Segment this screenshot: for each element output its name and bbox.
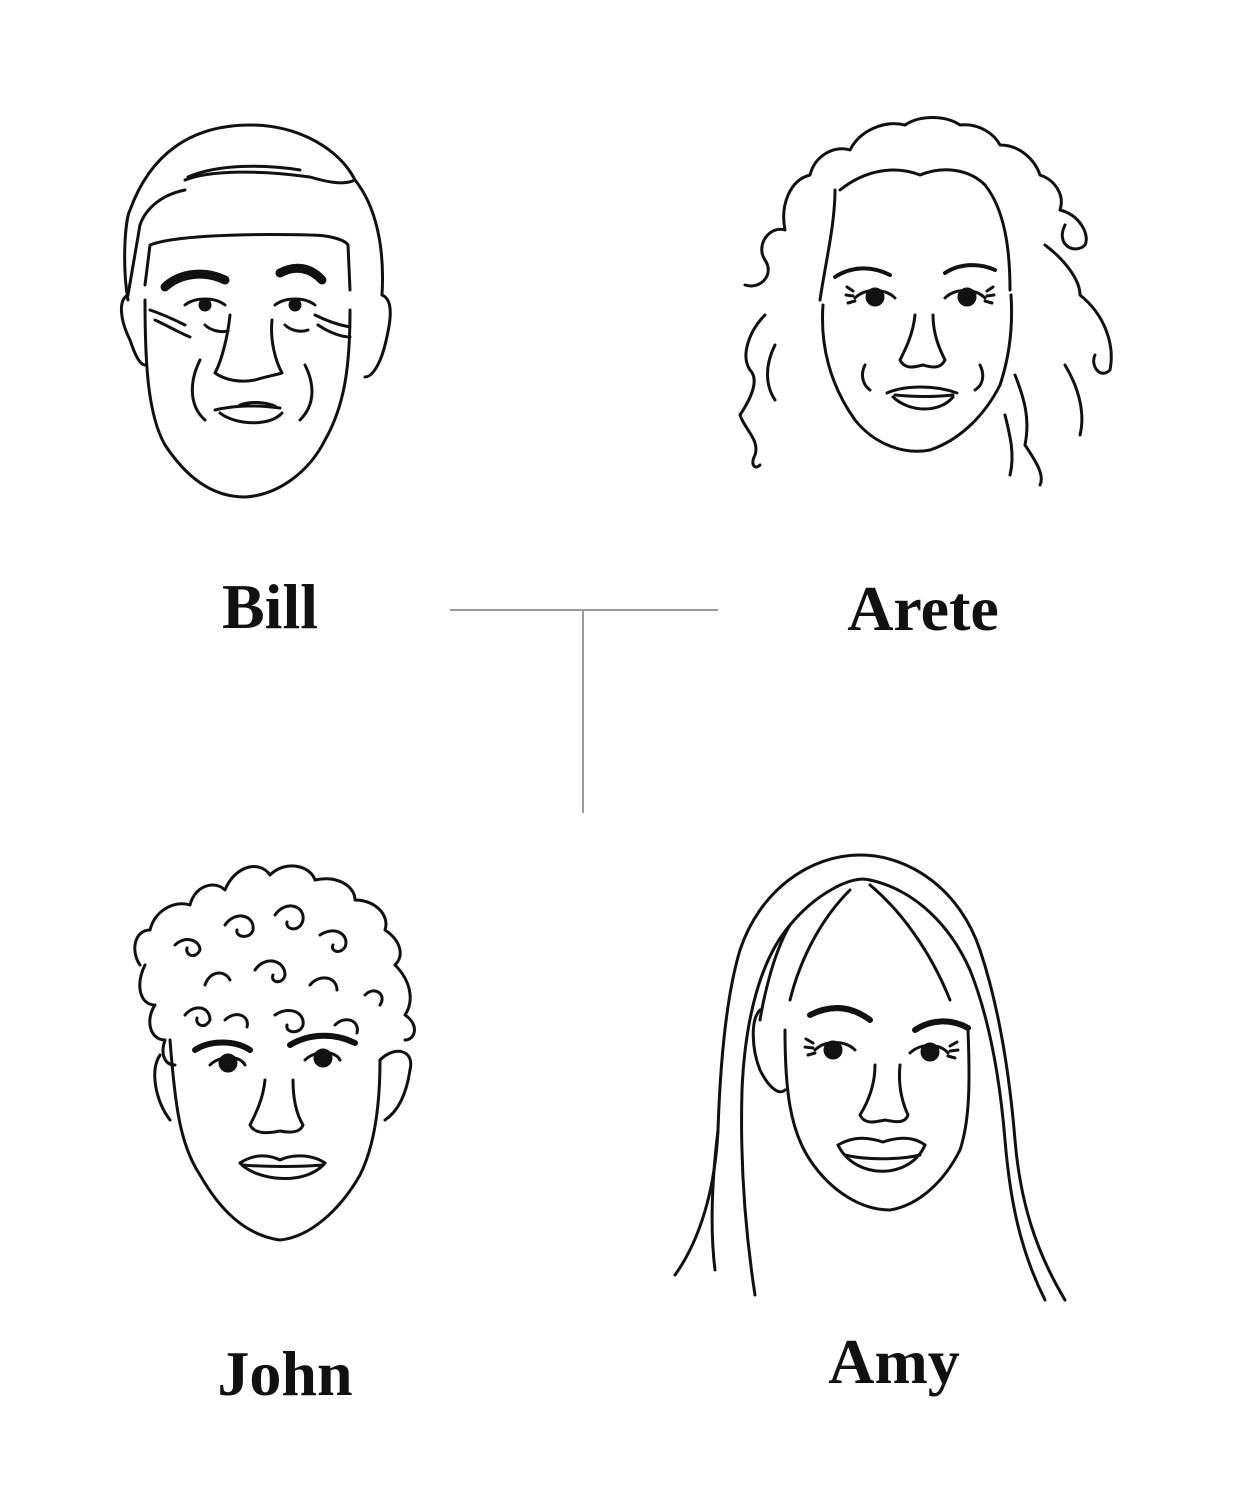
arete-name-label: Arete xyxy=(847,573,999,644)
bill-name-label: Bill xyxy=(221,571,319,642)
john-portrait xyxy=(125,855,425,1250)
john-name-label: John xyxy=(217,1338,353,1409)
amy-portrait xyxy=(670,850,1070,1305)
amy-name-label: Amy xyxy=(828,1326,960,1397)
bill-portrait xyxy=(110,115,400,515)
arete-portrait xyxy=(735,115,1120,495)
